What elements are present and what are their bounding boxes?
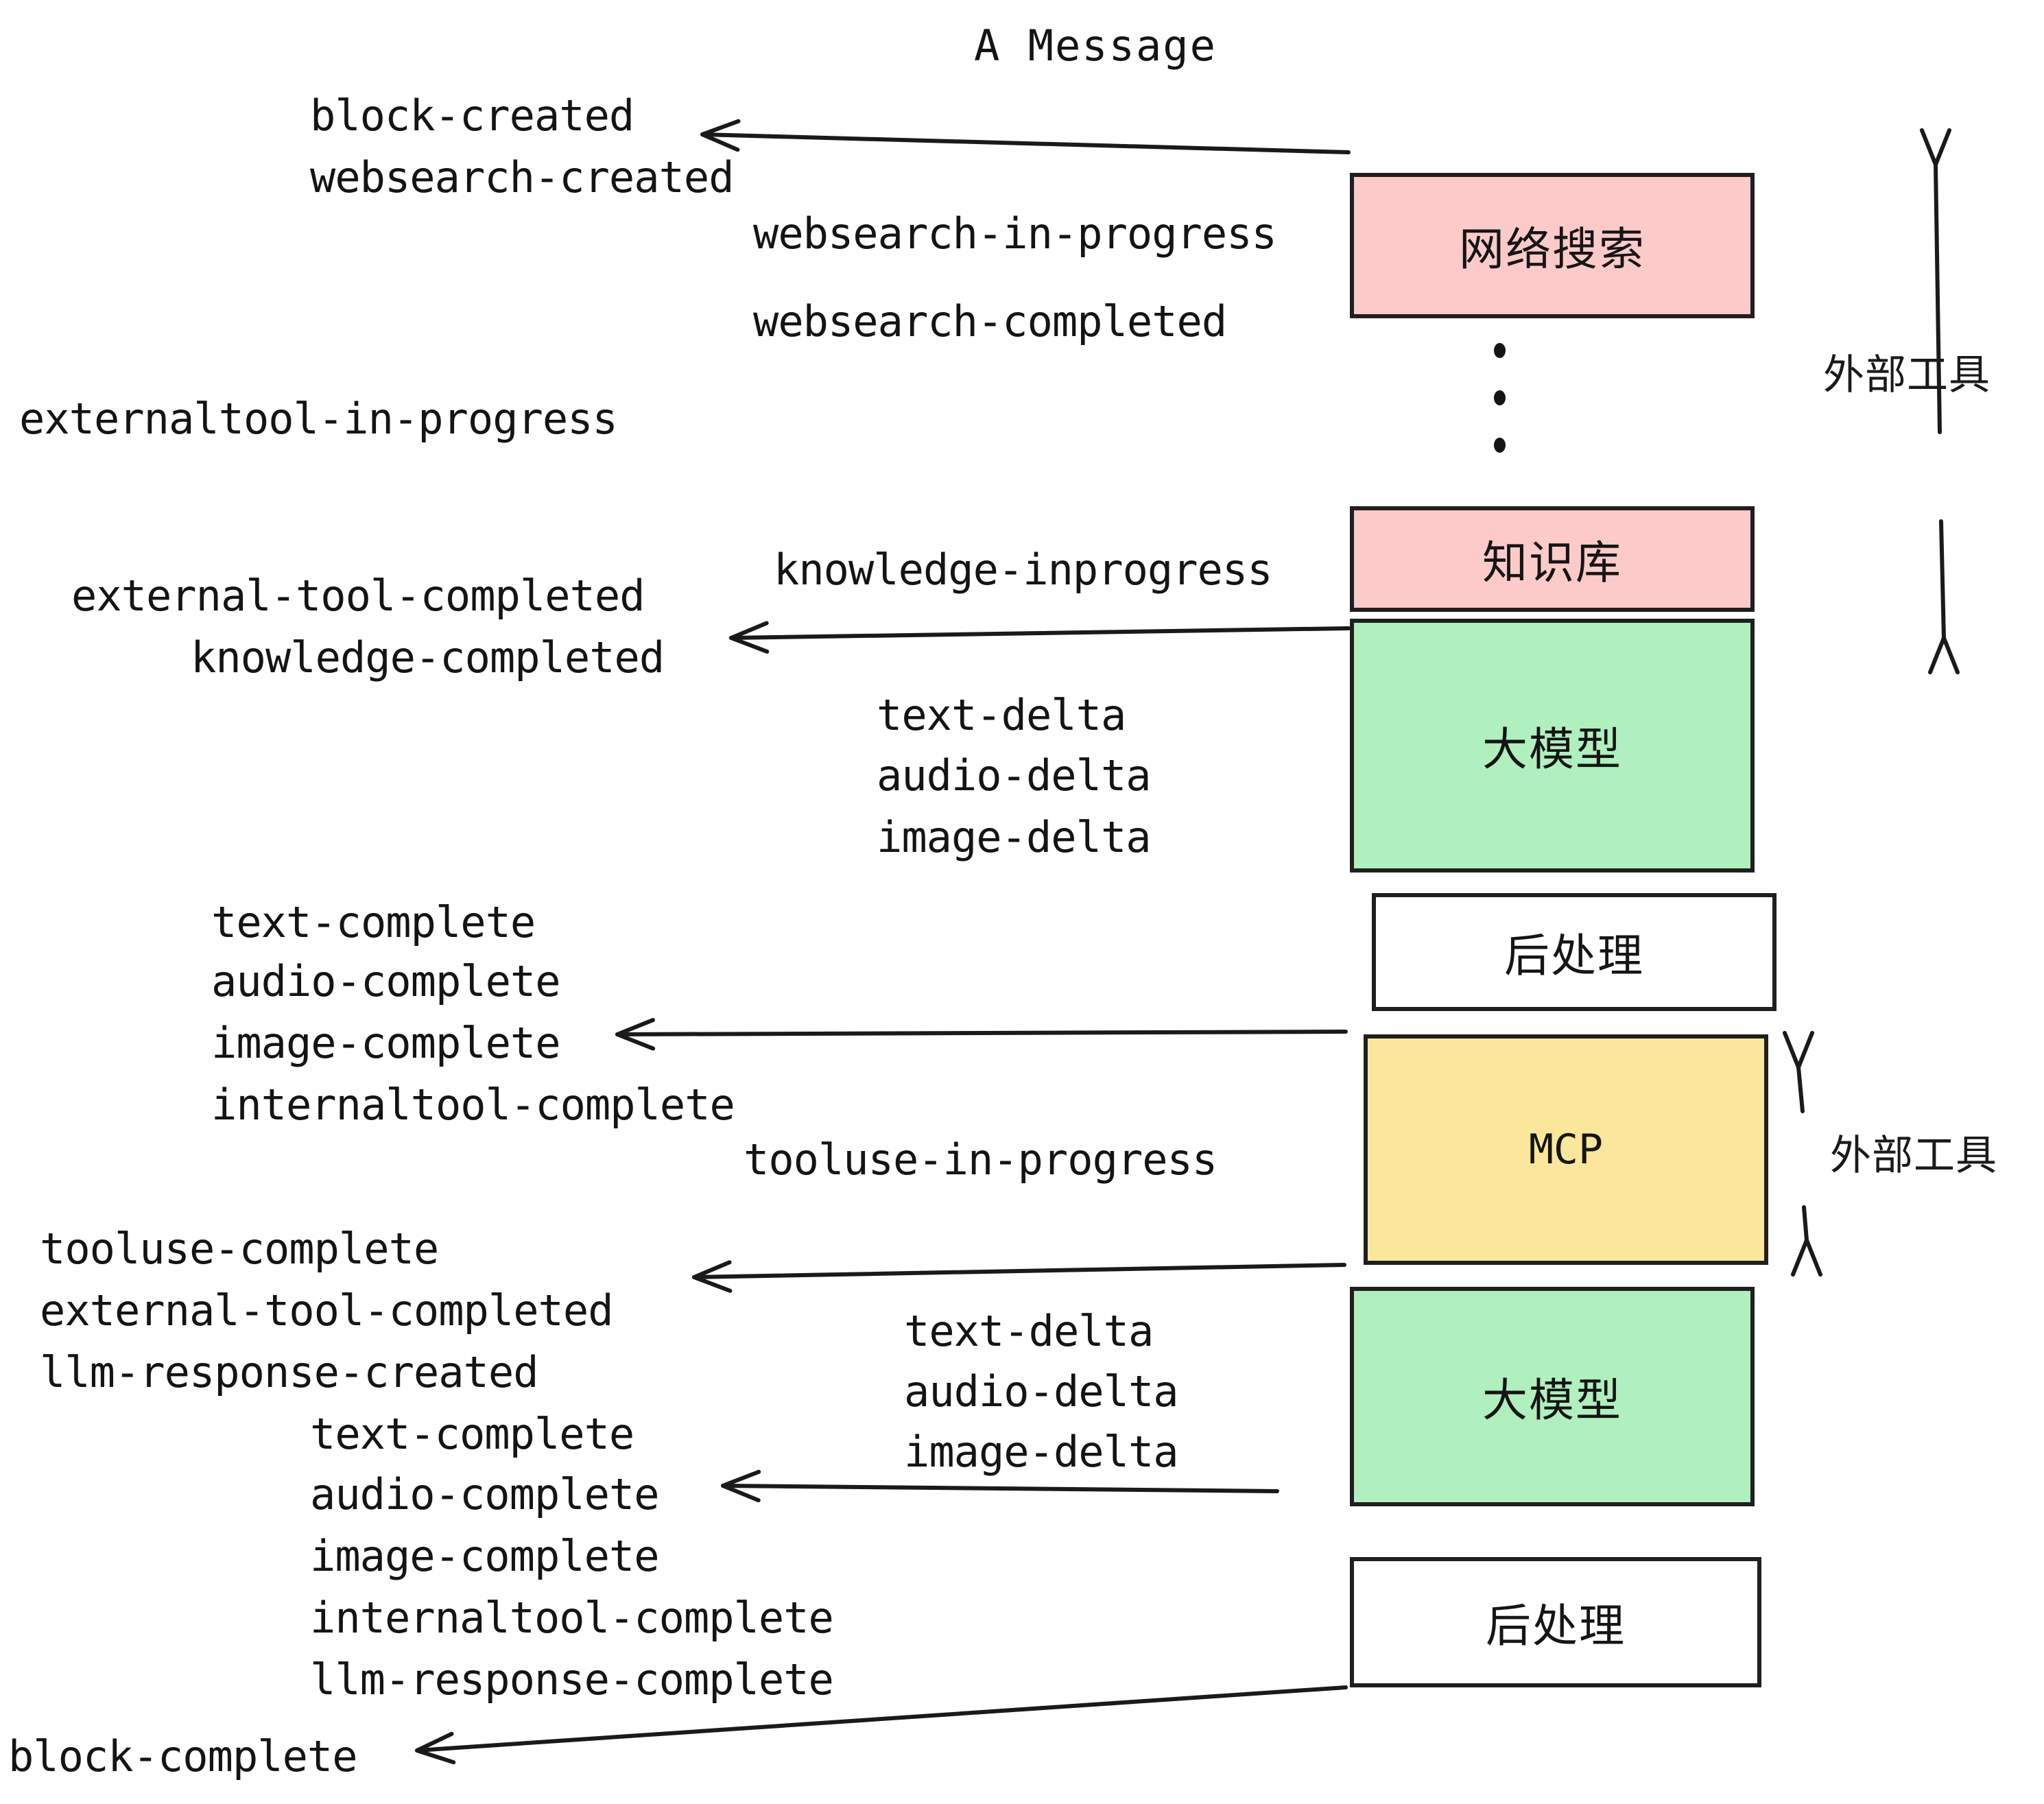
arrow-head-a4 (692, 1260, 733, 1293)
event-label-e4: websearch-completed (753, 296, 1227, 346)
event-label-e3: websearch-in-progress (753, 209, 1277, 259)
page-title: A Message (974, 21, 1217, 71)
event-label-e18: external-tool-completed (40, 1285, 614, 1336)
event-label-e16: tooluse-in-progress (744, 1135, 1217, 1185)
event-label-e28: block-complete (8, 1731, 358, 1781)
node-box-postproc-1[interactable]: 后处理 (1372, 893, 1776, 1011)
arrow-shaft-a1 (700, 132, 1351, 154)
event-label-e17: tooluse-complete (40, 1224, 439, 1274)
event-label-e8: knowledge-completed (191, 632, 665, 683)
event-label-e6: knowledge-inprogress (774, 545, 1273, 595)
arrow-head-a6 (415, 1731, 456, 1765)
node-label: 大模型 (1482, 723, 1622, 776)
event-label-e23: text-complete (310, 1409, 634, 1459)
arrow-shaft-a4 (692, 1263, 1346, 1279)
node-box-llm-1[interactable]: 大模型 (1350, 619, 1755, 873)
arrow-shaft-a2 (729, 626, 1351, 640)
event-label-e27: llm-response-complete (310, 1654, 834, 1705)
node-label: 后处理 (1486, 1600, 1626, 1652)
scope-label-ext-tool-top: 外部工具 (1823, 351, 1990, 399)
event-label-e19: llm-response-created (40, 1347, 539, 1397)
arrow-head-a1 (700, 119, 741, 152)
event-label-e14: image-complete (211, 1018, 561, 1068)
event-label-e21: audio-delta (904, 1366, 1179, 1416)
arrow-shaft-a3 (615, 1030, 1348, 1036)
scope-arrows (1782, 128, 1960, 1277)
event-label-e1: block-created (310, 91, 634, 141)
scope-head-down-s2 (1790, 1238, 1823, 1277)
arrow-head-a3 (615, 1018, 656, 1051)
event-label-e15: internaltool-complete (211, 1080, 735, 1130)
node-label: MCP (1528, 1126, 1604, 1174)
scope-label-ext-tool-bottom: 外部工具 (1830, 1132, 1997, 1180)
scope-shaft-up-s2 (1796, 1065, 1805, 1113)
event-label-e7: external-tool-completed (71, 571, 645, 621)
event-label-e2: websearch-created (310, 152, 735, 202)
node-label: 网络搜索 (1459, 223, 1645, 276)
event-label-e26: internaltool-complete (310, 1593, 834, 1643)
scope-shaft-down-s2 (1802, 1205, 1809, 1242)
arrow-shaft-a5 (721, 1484, 1279, 1493)
node-box-mcp[interactable]: MCP (1364, 1034, 1768, 1265)
event-label-e25: image-complete (310, 1531, 660, 1581)
event-label-e9: text-delta (877, 690, 1126, 740)
event-label-e12: text-complete (211, 897, 536, 947)
node-label: 后处理 (1504, 929, 1644, 982)
event-label-e24: audio-complete (310, 1469, 660, 1519)
arrow-head-a2 (729, 621, 770, 654)
scope-shaft-down-s1 (1939, 519, 1946, 640)
node-box-llm-2[interactable]: 大模型 (1350, 1287, 1755, 1506)
vertical-ellipsis-icon (1494, 343, 1506, 453)
node-box-websearch[interactable]: 网络搜索 (1350, 173, 1755, 318)
node-box-knowledge[interactable]: 知识库 (1350, 506, 1755, 612)
node-box-postproc-2[interactable]: 后处理 (1350, 1557, 1761, 1687)
node-label: 大模型 (1482, 1374, 1622, 1427)
event-label-e22: image-delta (904, 1427, 1179, 1477)
scope-head-down-s1 (1927, 636, 1960, 675)
event-label-e11: image-delta (877, 812, 1152, 862)
scope-head-up-s2 (1782, 1030, 1815, 1069)
event-label-e10: audio-delta (877, 750, 1152, 800)
event-label-e13: audio-complete (211, 956, 561, 1006)
arrow-head-a5 (721, 1469, 761, 1503)
scope-head-up-s1 (1919, 128, 1952, 167)
node-label: 知识库 (1482, 536, 1622, 589)
event-label-e5: externaltool-in-progress (19, 394, 618, 444)
event-label-e20: text-delta (904, 1306, 1154, 1356)
